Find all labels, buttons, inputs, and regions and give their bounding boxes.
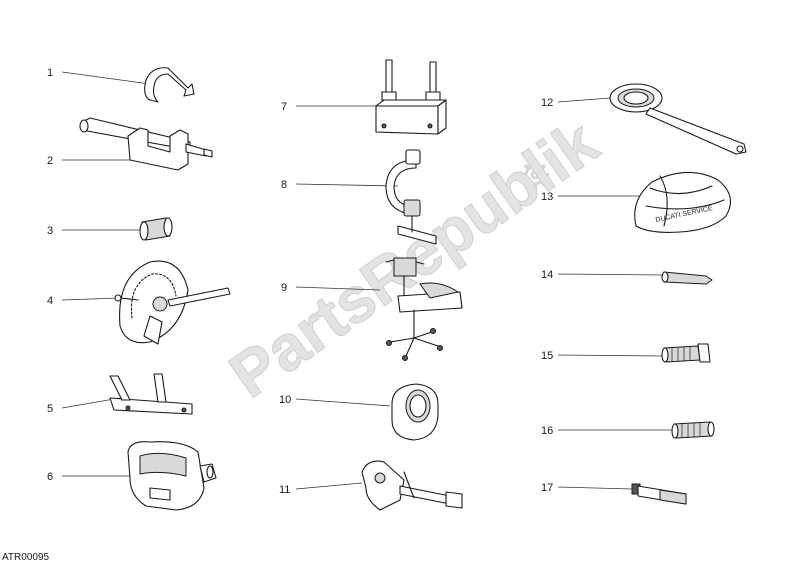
callout-9: 9 [281, 282, 287, 294]
callout-6: 6 [47, 471, 53, 483]
callout-13: 13 [541, 191, 553, 203]
callout-1: 1 [47, 67, 53, 79]
callout-5: 5 [47, 403, 53, 415]
callout-numbers: 1 2 3 4 5 6 7 8 9 10 11 12 13 14 15 16 1… [47, 67, 553, 496]
tool-15-bushing [661, 343, 711, 363]
callout-16: 16 [541, 425, 553, 437]
tool-11-extractor [361, 460, 463, 511]
tool-4-degree-wheel [114, 260, 231, 345]
watermark-gear-icon [521, 161, 549, 189]
tool-3-sleeve [139, 217, 173, 241]
callout-10: 10 [279, 394, 291, 406]
tool-10-ring [391, 383, 439, 441]
tool-9-stand [385, 257, 463, 361]
tool-7-fixture [375, 59, 447, 135]
tool-14-pin [661, 271, 713, 285]
callout-12: 12 [541, 97, 553, 109]
tool-12-ring-wrench [609, 83, 747, 155]
callout-11: 11 [279, 484, 290, 496]
tool-16-drift [671, 421, 715, 439]
callout-4: 4 [47, 295, 53, 307]
callout-14: 14 [541, 269, 553, 281]
tool-1-hook [144, 67, 195, 103]
tool-2-puller [79, 117, 213, 171]
tool-13-cover: DUCATI SERVICE [634, 171, 732, 233]
tool-6-housing [127, 441, 217, 511]
callout-17: 17 [541, 482, 553, 494]
callout-2: 2 [47, 155, 53, 167]
tool-5-bracket [109, 373, 193, 415]
tool-8-c-clamp [385, 149, 437, 245]
callout-15: 15 [541, 350, 553, 362]
leader-lines [61, 71, 674, 490]
callout-8: 8 [281, 179, 287, 191]
drawing-code: ATR00095 [2, 552, 50, 563]
callout-7: 7 [281, 101, 287, 113]
tool-17-punch [631, 483, 687, 505]
callout-3: 3 [47, 225, 53, 237]
